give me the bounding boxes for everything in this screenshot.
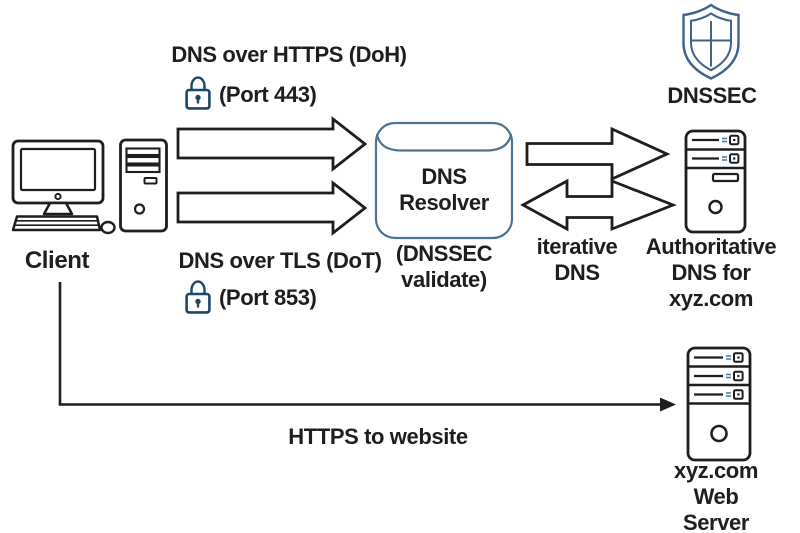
client-label: Client xyxy=(24,247,90,274)
doh-arrow xyxy=(176,116,368,172)
iterative-response-arrow xyxy=(520,178,677,232)
monitor-button-icon xyxy=(54,192,62,201)
keyboard-icon xyxy=(11,215,102,232)
resolver-label: DNS Resolver xyxy=(399,164,489,215)
dnssec-label: DNSSEC xyxy=(667,83,757,108)
lock-icon-dot xyxy=(185,280,211,314)
dot-arrow xyxy=(176,180,368,236)
https-connection-line xyxy=(58,282,676,412)
doh-port-label: (Port 443) xyxy=(219,82,317,107)
iterative-query-arrow xyxy=(525,126,671,182)
lock-icon-doh xyxy=(185,76,211,110)
authoritative-dns-label: Authoritative DNS for xyz.com xyxy=(645,234,777,311)
iterative-dns-label: iterative DNS xyxy=(536,234,618,285)
authoritative-dns-server-icon xyxy=(684,129,747,234)
doh-label: DNS over HTTPS (DoH) xyxy=(171,42,407,67)
web-server-label: xyz.com Web Server xyxy=(673,458,759,533)
https-label: HTTPS to website xyxy=(288,424,468,449)
dnssec-shield-icon xyxy=(682,3,740,80)
mouse-icon xyxy=(100,220,116,235)
dns-resolver-shape xyxy=(374,121,514,240)
dot-label: DNS over TLS (DoT) xyxy=(178,248,382,273)
resolver-note-label: (DNSSEC validate) xyxy=(395,241,493,292)
client-computer-icon xyxy=(11,138,168,235)
dot-port-label: (Port 853) xyxy=(219,285,317,310)
web-server-icon xyxy=(686,346,752,462)
monitor-stand xyxy=(42,201,74,216)
arrowhead-icon xyxy=(660,397,676,412)
